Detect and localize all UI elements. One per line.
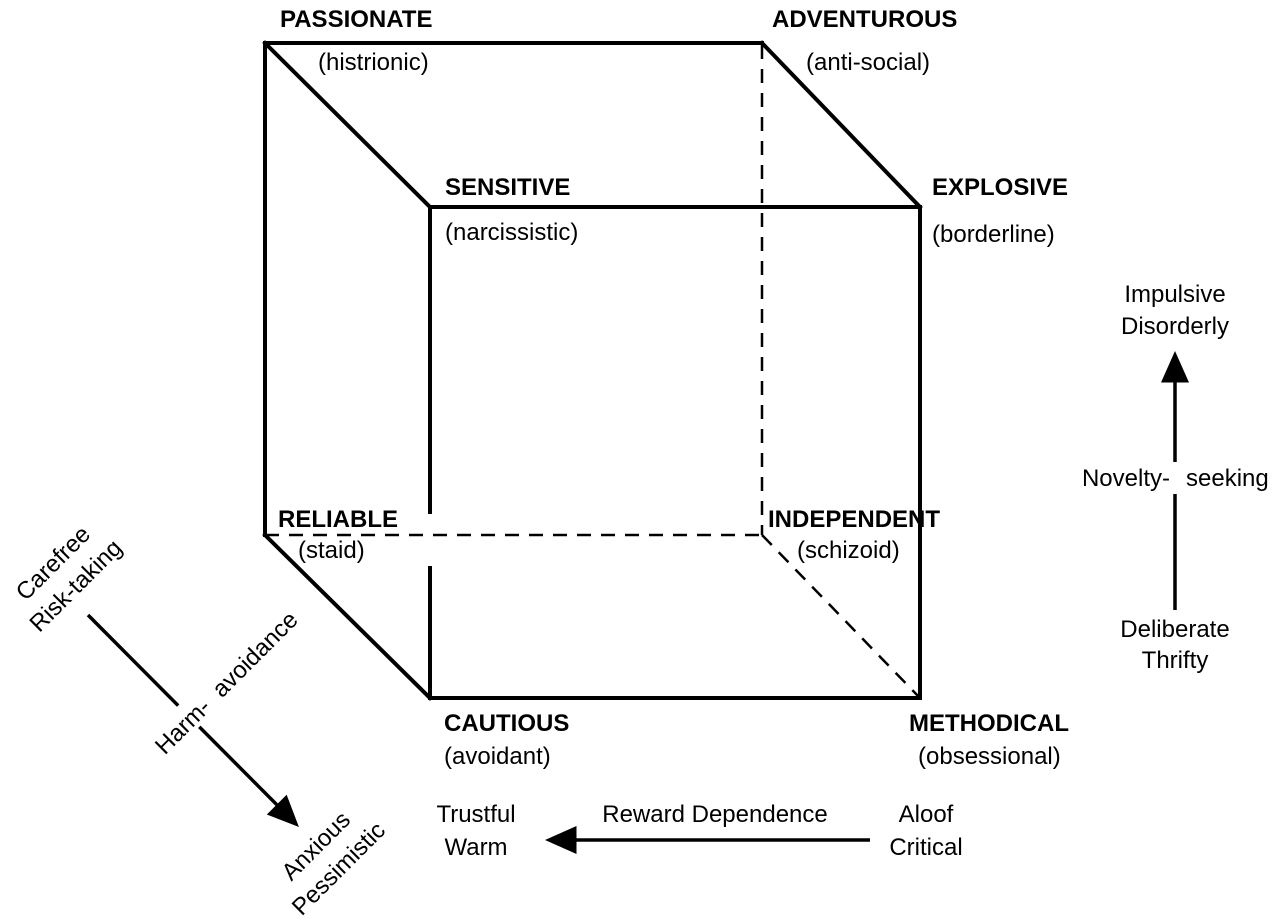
corner-passionate-name: PASSIONATE — [280, 6, 432, 33]
harm-low-label: Carefree Risk-taking — [11, 521, 128, 638]
corner-passionate-disorder: (histrionic) — [318, 49, 429, 76]
corner-methodical-name: METHODICAL — [909, 710, 1069, 737]
top-left-diagonal-edge — [262, 40, 433, 210]
novelty-seeking-axis: Impulsive Disorderly Novelty- seeking De… — [1068, 281, 1280, 674]
corner-adventurous-disorder: (anti-social) — [806, 49, 930, 76]
reward-high-line2: Warm — [444, 834, 507, 861]
corner-sensitive-name: SENSITIVE — [445, 174, 570, 201]
bottom-left-diagonal-edge — [262, 532, 433, 701]
novelty-label-background — [1068, 462, 1280, 494]
corner-sensitive-disorder: (narcissistic) — [445, 219, 578, 246]
corner-independent-disorder: (schizoid) — [797, 537, 900, 564]
top-right-diagonal-edge — [759, 40, 923, 210]
reward-high-line1: Trustful — [436, 801, 515, 828]
corner-cautious-disorder: (avoidant) — [444, 743, 551, 770]
harm-avoidance-label: Harm- avoidance — [131, 606, 304, 774]
corner-explosive-name: EXPLOSIVE — [932, 174, 1068, 201]
hidden-edge-diagonal — [761, 534, 921, 699]
corner-adventurous-name: ADVENTUROUS — [772, 6, 957, 33]
reward-low-line1: Aloof — [899, 801, 954, 828]
corner-independent-name: INDEPENDENT — [768, 506, 940, 533]
harm-avoidance-axis: Harm- avoidance Carefree Risk-taking Anx… — [11, 521, 391, 921]
reward-dependence-axis: Reward Dependence Trustful Warm Aloof Cr… — [436, 801, 962, 861]
novelty-label-right: seeking — [1186, 465, 1269, 492]
corner-explosive-disorder: (borderline) — [932, 221, 1055, 248]
reward-low-line2: Critical — [889, 834, 962, 861]
novelty-label-left: Novelty- — [1082, 465, 1170, 492]
cube-visible-edges — [262, 40, 923, 701]
cube-hidden-edges — [265, 45, 921, 699]
corner-methodical-disorder: (obsessional) — [918, 743, 1061, 770]
reward-dependence-label: Reward Dependence — [602, 801, 827, 828]
corner-cautious-name: CAUTIOUS — [444, 710, 569, 737]
novelty-high-line2: Disorderly — [1121, 313, 1229, 340]
corner-reliable-name: RELIABLE — [278, 506, 398, 533]
novelty-low-line2: Thrifty — [1142, 647, 1209, 674]
novelty-low-line1: Deliberate — [1120, 616, 1229, 643]
novelty-high-line1: Impulsive — [1124, 281, 1225, 308]
harm-label-right: avoidance — [207, 606, 303, 702]
corner-reliable-disorder: (staid) — [298, 537, 365, 564]
